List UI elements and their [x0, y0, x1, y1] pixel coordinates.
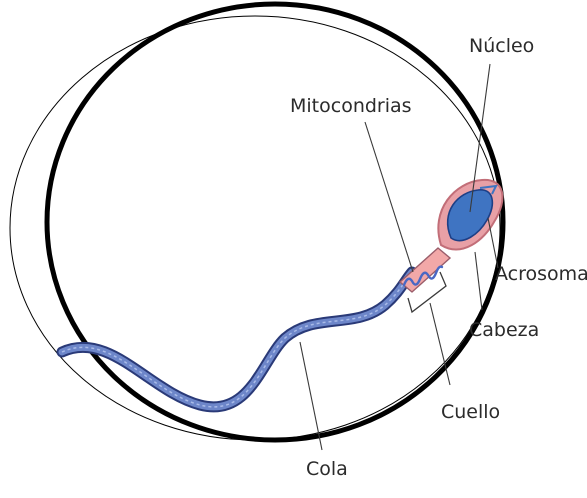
label-nucleus: Núcleo [469, 35, 534, 57]
mitochondria-leader [365, 122, 413, 272]
label-mitochondria: Mitocondrias [290, 95, 412, 117]
label-head: Cabeza [469, 319, 539, 341]
tail-leader [300, 342, 322, 450]
label-acrosome: Acrosoma [495, 263, 587, 285]
tail-flagellum [62, 272, 412, 407]
label-tail: Cola [306, 458, 348, 480]
sperm-head [438, 180, 502, 250]
head-leader [475, 252, 482, 310]
main-thick-ellipse [47, 4, 503, 440]
label-neck: Cuello [441, 401, 500, 423]
